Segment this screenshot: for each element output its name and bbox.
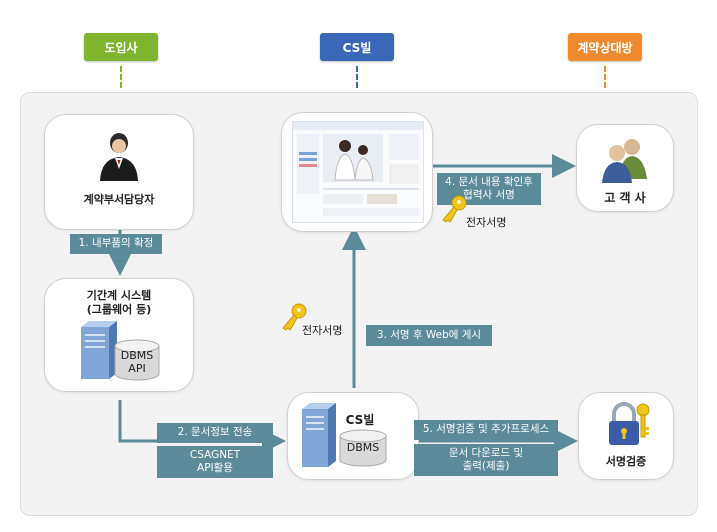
node-customer: 고 객 사 xyxy=(576,124,674,212)
step-2-sub-badge: CSAGNET API활용 xyxy=(157,446,273,478)
step-2-sub-label-2: API활용 xyxy=(197,462,233,474)
node-csbill-server-label: CS빌 xyxy=(345,413,375,427)
node-customer-label: 고 객 사 xyxy=(604,191,646,205)
website-screenshot xyxy=(292,121,424,223)
node-manager: 계약부서담당자 xyxy=(44,114,194,230)
step-2-sub-label-1: CSAGNET xyxy=(189,448,241,461)
header-counterparty: 계약상대방 xyxy=(568,33,642,61)
node-manager-label: 계약부서담당자 xyxy=(83,193,155,206)
step-5-label: 5. 서명검증 및 추가프로세스 xyxy=(422,423,550,436)
step-5-sub-label-2: 출력(제출) xyxy=(462,460,510,472)
step-3-label: 3. 서명 후 Web에 게시 xyxy=(376,328,482,341)
server-icon xyxy=(302,403,336,467)
node-verify: 서명검증 xyxy=(578,392,674,480)
node-system-title-2: (그룹웨어 등) xyxy=(86,303,152,316)
step-5-badge: 5. 서명검증 및 추가프로세스 xyxy=(414,420,558,440)
dbms-cylinder-icon xyxy=(339,429,387,467)
person-icon xyxy=(100,133,138,181)
key-icon xyxy=(442,195,467,223)
step-5-sub-badge: 문서 다운로드 및 출력(제출) xyxy=(414,444,558,476)
step-3-badge: 3. 서명 후 Web에 게시 xyxy=(366,325,492,346)
lock-key-icon xyxy=(609,402,650,445)
step-5-sub-label-1: 문서 다운로드 및 xyxy=(448,446,524,459)
node-verify-label: 서명검증 xyxy=(605,455,647,468)
header-introducer-dash xyxy=(120,66,122,88)
dbms-cylinder-icon xyxy=(114,339,160,381)
header-counterparty-label: 계약상대방 xyxy=(577,40,633,55)
step-4-label-1: 4. 문서 내용 확인후 xyxy=(445,175,533,188)
node-system: 기간계 시스템 (그룹웨어 등) DBMS API xyxy=(44,278,194,392)
customers-icon xyxy=(602,139,647,183)
node-system-dbms-1: DBMS xyxy=(120,349,154,362)
key-label-1: 전자서명 xyxy=(466,216,507,229)
header-csbill: CS빌 xyxy=(320,33,394,61)
node-system-dbms-2: API xyxy=(128,362,146,375)
header-introducer: 도입사 xyxy=(84,33,158,61)
server-icon xyxy=(81,321,117,379)
header-counterparty-dash xyxy=(604,66,606,88)
step-4-label-2: 협력사 서명 xyxy=(463,189,515,201)
header-csbill-label: CS빌 xyxy=(342,40,372,55)
step-1-label: 1. 내부품의 확정 xyxy=(78,237,154,250)
node-website xyxy=(281,112,433,232)
step-4-badge: 4. 문서 내용 확인후 협력사 서명 xyxy=(437,173,541,205)
node-csbill-server: CS빌 DBMS xyxy=(287,392,419,480)
node-system-title-1: 기간계 시스템 xyxy=(86,289,152,302)
step-2-label: 2. 문서정보 전송 xyxy=(177,426,253,439)
key-label-2: 전자서명 xyxy=(302,324,343,337)
key-icon xyxy=(282,303,307,331)
step-2-badge: 2. 문서정보 전송 xyxy=(157,423,273,443)
header-csbill-dash xyxy=(356,66,358,88)
header-introducer-label: 도입사 xyxy=(104,40,138,55)
node-csbill-server-dbms: DBMS xyxy=(346,441,380,454)
step-1-badge: 1. 내부품의 확정 xyxy=(70,234,162,254)
